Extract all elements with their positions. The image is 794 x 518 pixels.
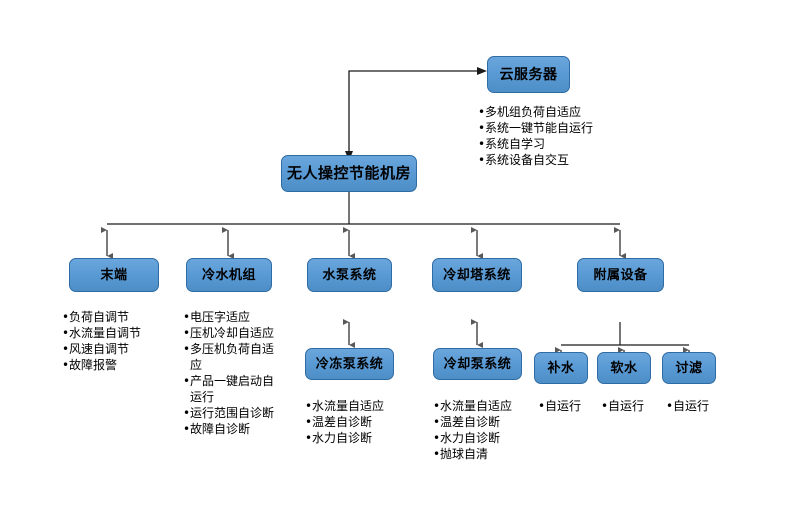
node-cooling-tower-system-label: 冷却塔系统 <box>443 267 511 283</box>
list-item: 温差自诊断 <box>305 414 415 430</box>
bullet-list-chilled-pump-system: 水流量自适应 温差自诊断 水力自诊断 <box>305 398 415 446</box>
list-item: 抛球自清 <box>433 446 543 462</box>
list-item: 风速自调节 <box>62 341 172 357</box>
node-makeup-water-label: 补水 <box>547 360 575 376</box>
bullet-list-chiller-unit: 电压字适应 压机冷却自适应 多压机负荷自适应 产品一键启动自运行 运行范围自诊断… <box>183 309 280 437</box>
list-item: 压机冷却自适应 <box>183 325 280 341</box>
list-item: 自运行 <box>666 398 736 414</box>
list-item: 产品一键启动自运行 <box>183 373 280 405</box>
bullet-list-makeup-water: 自运行 <box>538 398 608 414</box>
node-soft-water[interactable]: 软水 <box>597 352 651 384</box>
list-item: 水流量自适应 <box>433 398 543 414</box>
connector-main-to-cloud <box>345 67 487 161</box>
list-item: 系统一键节能自运行 <box>478 120 618 136</box>
list-item: 故障报警 <box>62 357 172 373</box>
node-unmanned-energy-saving-room[interactable]: 无人操控节能机房 <box>281 155 417 192</box>
bullet-list-filter: 自运行 <box>666 398 736 414</box>
node-chiller-unit[interactable]: 冷水机组 <box>186 258 272 292</box>
node-pump-system-label: 水泵系统 <box>322 267 377 283</box>
list-item: 水力自诊断 <box>433 430 543 446</box>
node-makeup-water[interactable]: 补水 <box>534 352 588 384</box>
node-filter[interactable]: 讨滤 <box>662 352 716 384</box>
bullet-list-cooling-pump-system: 水流量自适应 温差自诊断 水力自诊断 抛球自清 <box>433 398 543 462</box>
list-item: 水流量自调节 <box>62 325 172 341</box>
node-soft-water-label: 软水 <box>610 360 638 376</box>
list-item: 负荷自调节 <box>62 309 172 325</box>
bullet-list-terminal: 负荷自调节 水流量自调节 风速自调节 故障报警 <box>62 309 172 373</box>
list-item: 电压字适应 <box>183 309 280 325</box>
list-item: 自运行 <box>538 398 608 414</box>
node-chilled-pump-system-label: 冷冻泵系统 <box>315 356 384 372</box>
node-cooling-pump-system[interactable]: 冷却泵系统 <box>433 348 522 380</box>
node-filter-label: 讨滤 <box>675 360 703 376</box>
bullet-list-soft-water: 自运行 <box>601 398 671 414</box>
list-item: 运行范围自诊断 <box>183 405 280 421</box>
node-chilled-pump-system[interactable]: 冷冻泵系统 <box>305 348 394 380</box>
node-auxiliary-equipment[interactable]: 附属设备 <box>577 258 664 292</box>
list-item: 水流量自适应 <box>305 398 415 414</box>
list-item: 系统自学习 <box>478 136 618 152</box>
node-auxiliary-equipment-label: 附属设备 <box>593 267 648 283</box>
node-cooling-tower-system[interactable]: 冷却塔系统 <box>432 258 522 292</box>
node-chiller-unit-label: 冷水机组 <box>201 267 256 283</box>
list-item: 系统设备自交互 <box>478 152 618 168</box>
node-terminal-label: 末端 <box>100 267 128 283</box>
list-item: 故障自诊断 <box>183 421 280 437</box>
node-terminal[interactable]: 末端 <box>69 258 159 292</box>
list-item: 水力自诊断 <box>305 430 415 446</box>
bullet-list-cloud-server: 多机组负荷自适应 系统一键节能自运行 系统自学习 系统设备自交互 <box>478 104 618 168</box>
list-item: 温差自诊断 <box>433 414 543 430</box>
node-cooling-pump-system-label: 冷却泵系统 <box>443 356 512 372</box>
node-cloud-server[interactable]: 云服务器 <box>487 56 570 93</box>
node-root-label: 无人操控节能机房 <box>286 164 411 182</box>
node-cloud-server-label: 云服务器 <box>499 66 558 83</box>
list-item: 多机组负荷自适应 <box>478 104 618 120</box>
list-item: 多压机负荷自适应 <box>183 341 280 373</box>
connector-auxiliary-trunk <box>561 322 689 346</box>
list-item: 自运行 <box>601 398 671 414</box>
node-pump-system[interactable]: 水泵系统 <box>307 258 392 292</box>
